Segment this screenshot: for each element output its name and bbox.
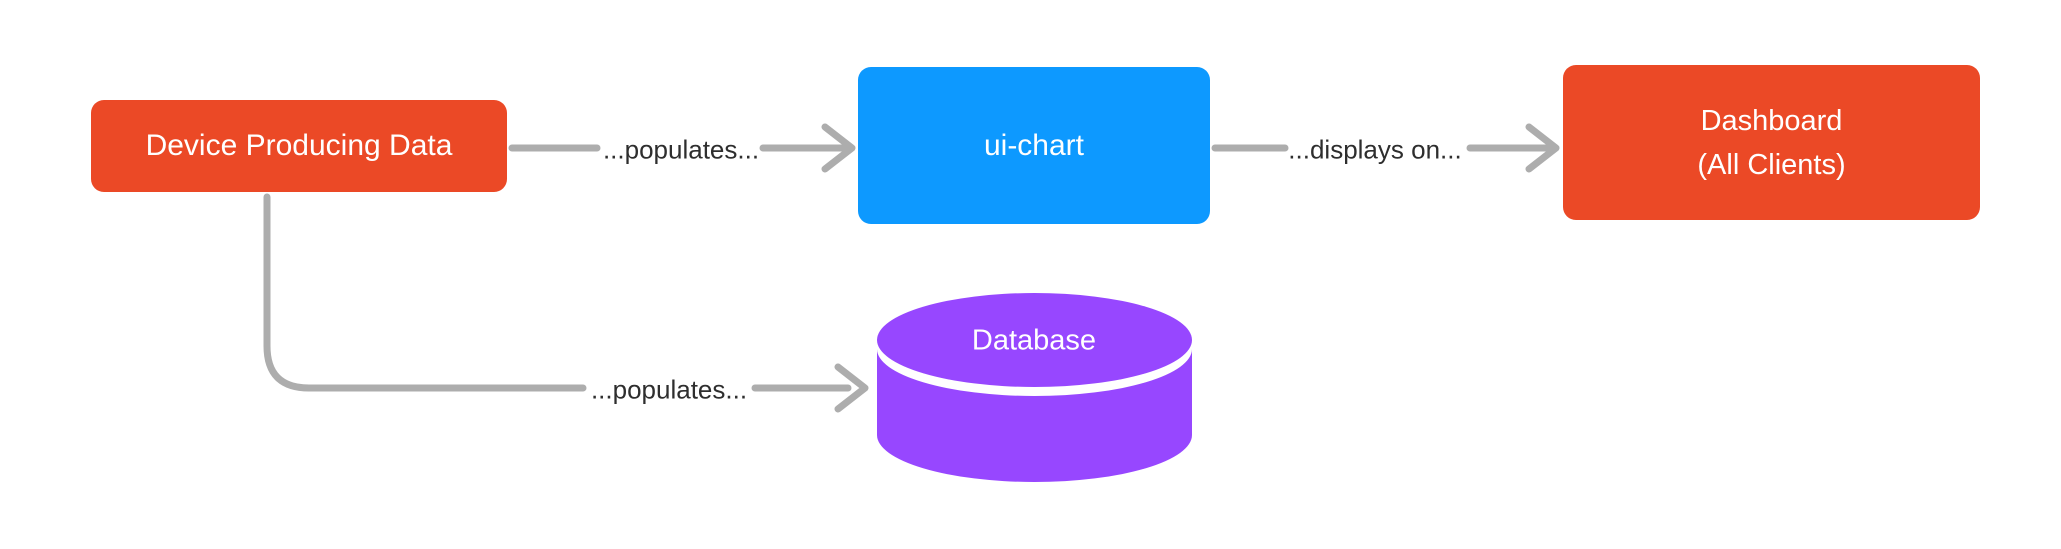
node-ui-chart: ui-chart [858, 67, 1210, 224]
edge-label-populates-device-to-database: ...populates... [590, 374, 748, 405]
node-dashboard-label-line2: (All Clients) [1697, 148, 1846, 181]
node-database-label: Database [971, 324, 1097, 357]
node-dashboard: Dashboard (All Clients) [1563, 65, 1980, 220]
node-device-producing-data: Device Producing Data [91, 100, 507, 192]
arrowhead-uichart-to-dashboard [1525, 123, 1560, 173]
database-cylinder-body [877, 349, 1192, 482]
node-ui-chart-label: ui-chart [983, 128, 1085, 162]
database-cylinder-lid [877, 293, 1192, 387]
connector-device-to-database-segment-1 [263, 193, 587, 392]
arrowhead-device-to-database [834, 363, 869, 413]
edge-label-displays-on: ...displays on... [1288, 134, 1462, 165]
edge-label-populates-device-to-uichart: ...populates... [602, 134, 760, 165]
node-dashboard-label-line1: Dashboard [1700, 104, 1843, 137]
arrowhead-device-to-uichart [821, 123, 856, 173]
node-device-label: Device Producing Data [145, 129, 453, 162]
